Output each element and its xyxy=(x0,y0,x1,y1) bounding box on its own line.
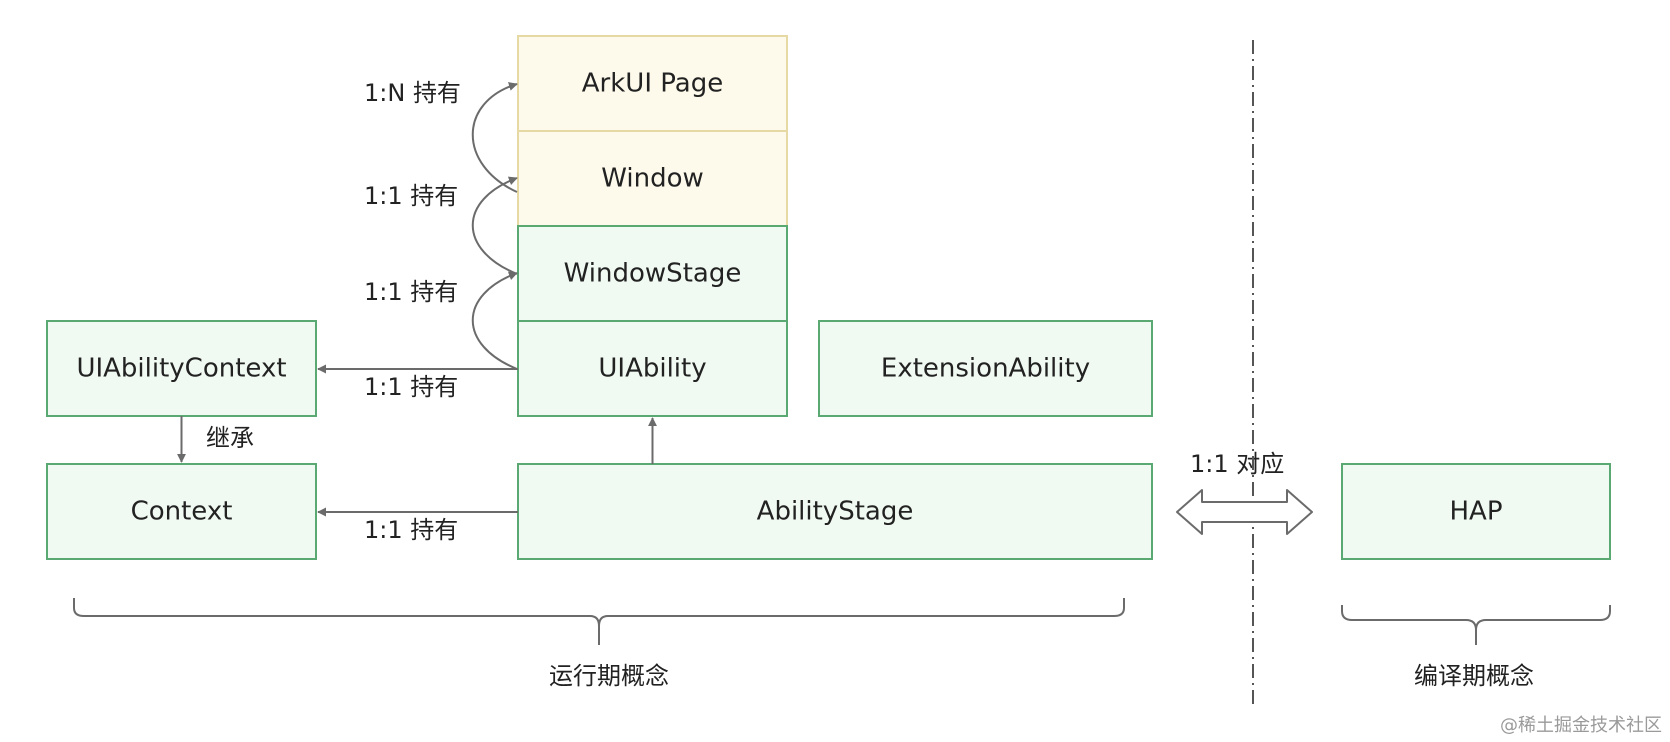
label-inherit: 继承 xyxy=(206,424,254,452)
label-stage-ability: 1:1 持有 xyxy=(364,278,458,306)
arrow-stage-to-window xyxy=(471,176,518,275)
box-window: Window xyxy=(517,130,788,227)
label-correspond: 1:1 对应 xyxy=(1190,450,1284,478)
box-window-stage: WindowStage xyxy=(517,225,788,322)
compile-brace xyxy=(1341,605,1611,645)
label-page-window: 1:N 持有 xyxy=(364,79,461,107)
box-context: Context xyxy=(46,463,317,560)
box-arkui-page: ArkUI Page xyxy=(517,35,788,132)
box-window-label: Window xyxy=(601,164,704,194)
category-runtime: 运行期概念 xyxy=(549,662,669,690)
label-ability-context: 1:1 持有 xyxy=(364,373,458,401)
box-ui-ability-context-label: UIAbilityContext xyxy=(76,354,286,384)
label-window-stage: 1:1 持有 xyxy=(364,182,458,210)
box-extension-ability-label: ExtensionAbility xyxy=(881,354,1090,384)
correspond-double-arrow xyxy=(1176,489,1313,535)
box-window-stage-label: WindowStage xyxy=(564,259,742,289)
box-ui-ability-label: UIAbility xyxy=(598,354,706,384)
box-ui-ability-context: UIAbilityContext xyxy=(46,320,317,417)
box-hap-label: HAP xyxy=(1449,497,1502,527)
box-ability-stage-label: AbilityStage xyxy=(757,497,914,527)
arrow-ability-to-stage xyxy=(471,271,518,370)
label-stage-context: 1:1 持有 xyxy=(364,516,458,544)
category-compile: 编译期概念 xyxy=(1414,662,1534,690)
box-hap: HAP xyxy=(1341,463,1611,560)
box-arkui-page-label: ArkUI Page xyxy=(582,69,723,99)
box-context-label: Context xyxy=(131,497,233,527)
box-ability-stage: AbilityStage xyxy=(517,463,1153,560)
box-extension-ability: ExtensionAbility xyxy=(818,320,1153,417)
arrow-window-to-page xyxy=(471,82,518,193)
box-ui-ability: UIAbility xyxy=(517,320,788,417)
runtime-brace xyxy=(73,598,1125,645)
watermark-text: @稀土掘金技术社区 xyxy=(1500,715,1662,736)
